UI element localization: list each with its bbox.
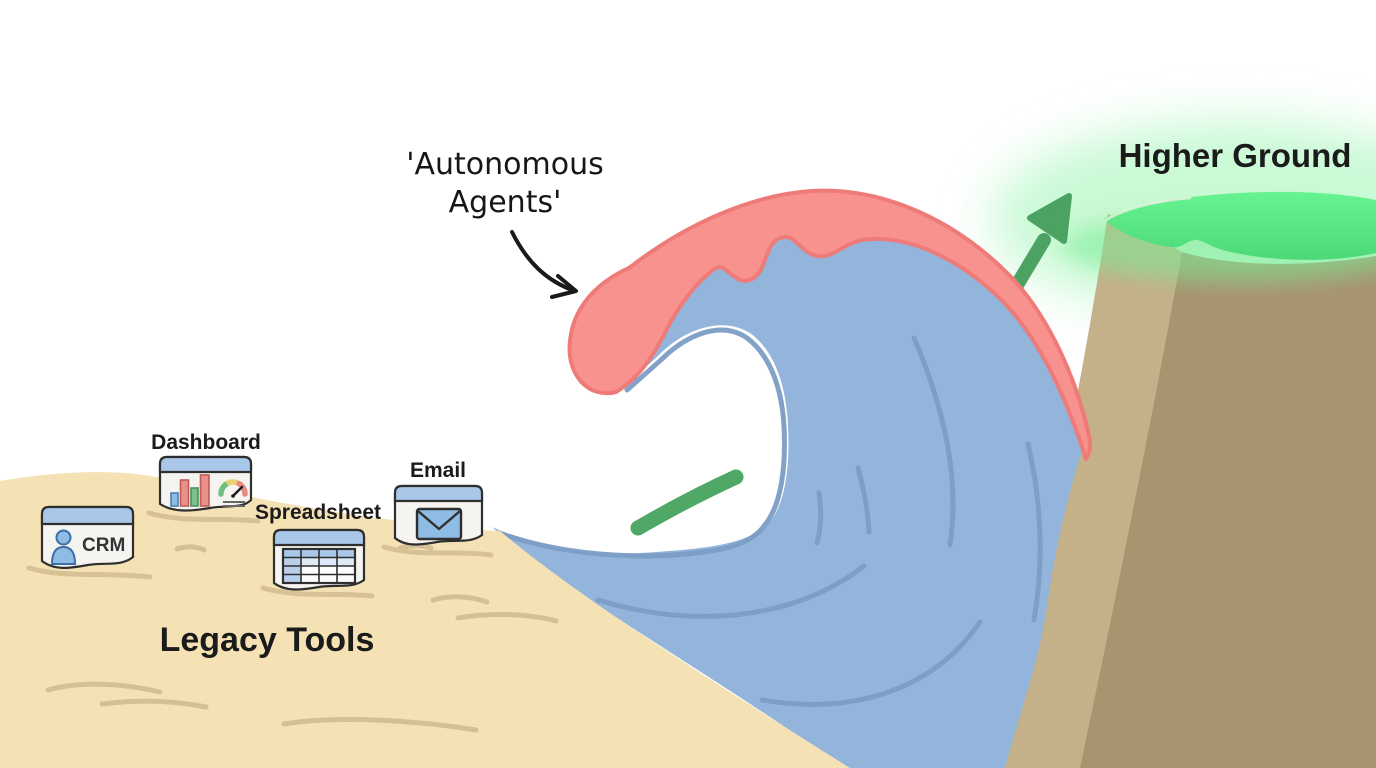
wave-streak: [759, 619, 983, 707]
beach: [0, 472, 850, 768]
annotation-line1: 'Autonomous: [406, 147, 604, 182]
sand-lip: [146, 510, 261, 524]
spreadsheet-label: Spreadsheet: [255, 501, 381, 524]
table-grid-icon: [281, 547, 357, 585]
wave-green-streak: [630, 469, 744, 536]
tool-card-dashboard: Dashboard: [146, 431, 261, 524]
summit-green-top: [1104, 191, 1376, 260]
email-label: Email: [410, 459, 466, 482]
envelope-icon: [415, 507, 463, 541]
crm-card-label: CRM: [82, 535, 125, 556]
card-header-bar: [40, 505, 135, 526]
tool-card-spreadsheet: Spreadsheet: [255, 501, 381, 599]
wave-crest-foam: [567, 188, 1092, 461]
sand-dune: [0, 472, 850, 768]
sand-ripple: [281, 717, 479, 733]
wave-streak: [855, 465, 872, 535]
wave: [492, 188, 1092, 768]
card-header-bar: [393, 484, 484, 503]
tool-card-crm: CRM: [26, 505, 153, 580]
wave-streak: [595, 563, 867, 619]
wave-streaks: [499, 327, 1043, 707]
sand-lip: [381, 544, 494, 558]
summit-rim-highlight: [1104, 196, 1192, 222]
card-header-bar: [158, 455, 253, 474]
dashboard-label: Dashboard: [151, 431, 261, 454]
legacy-tools-label: Legacy Tools: [160, 621, 375, 659]
sand-ripple: [430, 594, 490, 605]
sand-ripple: [99, 698, 209, 710]
sand-lip: [26, 565, 153, 580]
wave-streak: [1025, 441, 1043, 623]
wave-curl-edge-line: [499, 327, 787, 559]
annotation-arrow-icon: [510, 230, 578, 299]
annotation-line2: Agents': [449, 185, 562, 220]
wave-annotation: 'Autonomous Agents': [406, 147, 604, 299]
wave-streak: [911, 335, 956, 548]
sand-ripple: [455, 611, 559, 624]
gauge-icon: [218, 479, 248, 507]
sand-ripples: [45, 543, 559, 733]
sand-ripple: [397, 543, 434, 551]
ascend-arrow-head: [1027, 193, 1072, 244]
higher-ground-label: Higher Ground: [1119, 137, 1352, 174]
cliff-face-dark: [1080, 252, 1376, 768]
tool-card-email: Email: [381, 459, 494, 558]
sand-ripple: [45, 681, 163, 695]
card-header-bar: [272, 528, 366, 547]
person-icon: [50, 529, 77, 565]
bar-chart-icon: [170, 474, 210, 507]
wave-streak: [814, 490, 824, 546]
sand-lip: [260, 585, 375, 599]
sand-ripple: [174, 544, 207, 553]
